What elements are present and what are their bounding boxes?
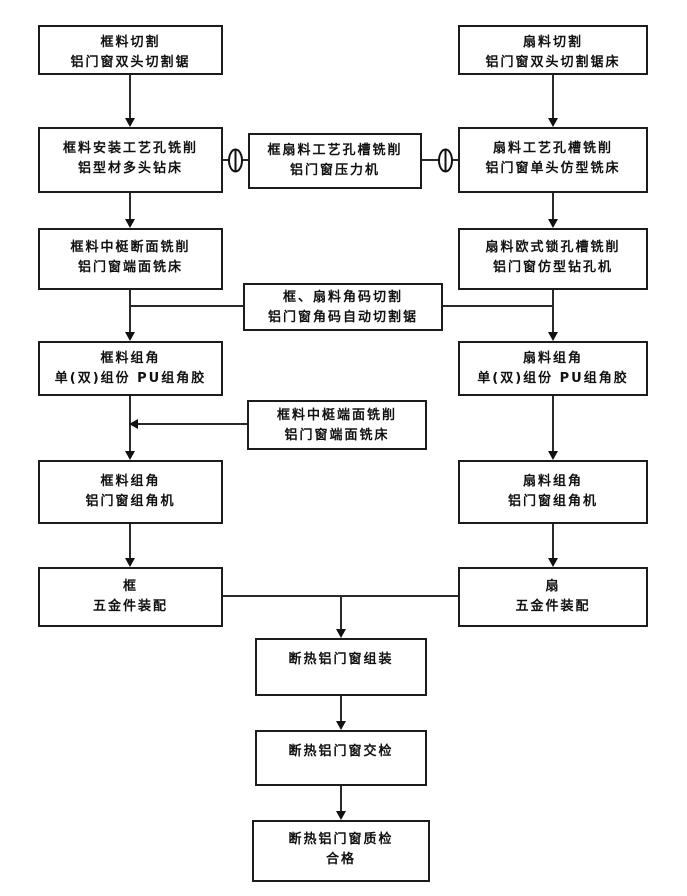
node-label: 铝门窗组角机 — [85, 494, 176, 509]
node-label: 扇料组角 — [522, 351, 583, 366]
arrow-down-icon — [336, 629, 346, 638]
node-label: 断热铝门窗组装 — [288, 652, 394, 667]
node-thermal-window-assembly: 断热铝门窗组装 — [255, 638, 427, 696]
node-frame-sash-slot-milling: 框扇料工艺孔槽铣削 铝门窗压力机 — [248, 133, 422, 189]
node-label: 合格 — [325, 852, 356, 867]
node-label: 框、扇料角码切割 — [282, 290, 403, 305]
node-label: 铝门窗双头切割锯床 — [485, 55, 621, 70]
node-sash-hardware-assembly: 扇 五金件装配 — [458, 567, 648, 627]
connector-line — [552, 524, 554, 559]
connector-line — [552, 75, 554, 120]
node-label: 铝门窗角码自动切割锯 — [267, 310, 418, 325]
node-corner-key-cutting: 框、扇料角码切割 铝门窗角码自动切割锯 — [243, 283, 443, 331]
node-label: 扇料工艺孔槽铣削 — [492, 141, 613, 156]
node-label: 铝门窗压力机 — [289, 163, 380, 178]
node-frame-hole-milling: 框料安装工艺孔铣削 铝型材多头钻床 — [38, 127, 223, 193]
connector-line — [223, 595, 458, 597]
node-label: 单(双)组份 PU组角胶 — [54, 371, 207, 386]
node-label: 铝型材多头钻床 — [77, 161, 183, 176]
arrow-down-icon — [548, 219, 558, 228]
connector-line — [552, 290, 554, 334]
arrow-down-icon — [336, 721, 346, 730]
node-frame-cutting: 框料切割 铝门窗双头切割锯 — [38, 25, 223, 75]
junction-circle-icon — [438, 148, 453, 173]
node-label: 单(双)组份 PU组角胶 — [477, 371, 629, 386]
node-label: 扇料切割 — [522, 35, 583, 50]
connector-line — [129, 75, 131, 120]
node-sash-cutting: 扇料切割 铝门窗双头切割锯床 — [458, 25, 648, 75]
node-label: 扇料欧式锁孔槽铣削 — [485, 240, 621, 255]
arrow-down-icon — [548, 558, 558, 567]
connector-line — [340, 786, 342, 813]
node-handover-inspection: 断热铝门窗交检 — [255, 730, 427, 786]
node-label: 扇料组角 — [522, 474, 583, 489]
node-label: 框 — [122, 579, 138, 594]
connector-line — [129, 193, 131, 220]
arrow-down-icon — [125, 118, 135, 127]
connector-line — [129, 524, 131, 559]
node-frame-mullion-section-milling: 框料中梃断面铣削 铝门窗端面铣床 — [38, 228, 223, 290]
node-label: 断热铝门窗交检 — [288, 744, 394, 759]
arrow-left-icon — [129, 419, 138, 429]
node-frame-corner-glue: 框料组角 单(双)组份 PU组角胶 — [38, 341, 223, 396]
node-label: 框料组角 — [100, 474, 161, 489]
node-label: 铝门窗组角机 — [507, 494, 598, 509]
node-label: 扇 — [545, 579, 561, 594]
node-label: 铝门窗端面铣床 — [284, 428, 390, 443]
node-label: 框料安装工艺孔铣削 — [62, 141, 198, 156]
connector-line — [340, 696, 342, 723]
junction-circle-icon — [228, 148, 243, 173]
arrow-down-icon — [548, 451, 558, 460]
connector-line — [443, 305, 553, 307]
arrow-down-icon — [125, 451, 135, 460]
node-frame-mullion-end-milling: 框料中梃端面铣削 铝门窗端面铣床 — [247, 400, 427, 450]
node-frame-hardware-assembly: 框 五金件装配 — [38, 567, 223, 627]
node-sash-corner-machine: 扇料组角 铝门窗组角机 — [458, 460, 648, 524]
connector-line — [552, 396, 554, 452]
node-label: 铝门窗端面铣床 — [77, 260, 183, 275]
node-label: 框料中梃端面铣削 — [276, 408, 397, 423]
arrow-down-icon — [125, 219, 135, 228]
node-label: 铝门窗单头仿型铣床 — [485, 161, 621, 176]
node-sash-slot-milling: 扇料工艺孔槽铣削 铝门窗单头仿型铣床 — [458, 127, 648, 193]
connector-line — [129, 305, 243, 307]
node-sash-lock-hole-milling: 扇料欧式锁孔槽铣削 铝门窗仿型钻孔机 — [458, 228, 648, 290]
node-label: 框料中梃断面铣削 — [70, 240, 191, 255]
connector-line — [136, 423, 247, 425]
connector-line — [129, 290, 131, 334]
node-label: 铝门窗双头切割锯 — [70, 55, 191, 70]
node-label: 五金件装配 — [515, 599, 591, 614]
node-label: 框料切割 — [100, 35, 161, 50]
connector-line — [340, 596, 342, 631]
arrow-down-icon — [548, 118, 558, 127]
arrow-down-icon — [548, 332, 558, 341]
arrow-down-icon — [125, 332, 135, 341]
node-sash-corner-glue: 扇料组角 单(双)组份 PU组角胶 — [458, 341, 648, 396]
node-label: 断热铝门窗质检 — [288, 832, 394, 847]
arrow-down-icon — [336, 811, 346, 820]
arrow-down-icon — [125, 558, 135, 567]
node-label: 框扇料工艺孔槽铣削 — [267, 143, 403, 158]
node-label: 五金件装配 — [92, 599, 168, 614]
node-quality-check-pass: 断热铝门窗质检 合格 — [252, 820, 430, 882]
node-frame-corner-machine: 框料组角 铝门窗组角机 — [38, 460, 223, 524]
connector-line — [552, 193, 554, 220]
node-label: 框料组角 — [100, 351, 161, 366]
node-label: 铝门窗仿型钻孔机 — [492, 260, 613, 275]
